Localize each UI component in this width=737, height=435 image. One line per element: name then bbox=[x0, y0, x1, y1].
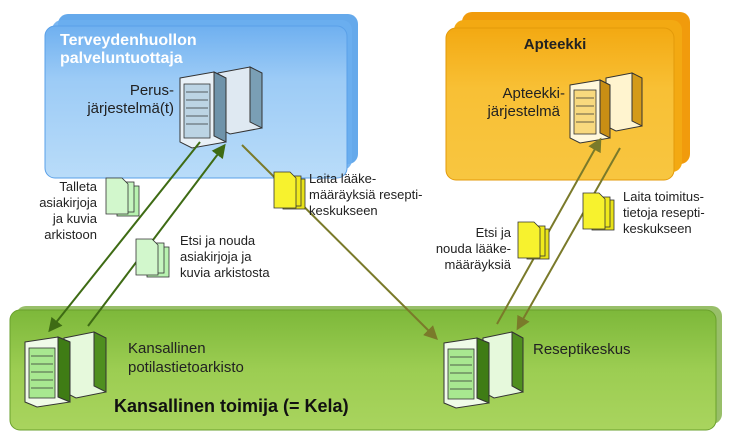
retrieve-label: Etsi ja nouda asiakirjoja ja kuvia arkis… bbox=[180, 233, 270, 280]
provider-system-line-2: järjestelmä(t) bbox=[86, 100, 174, 117]
send-prescriptions-label: Laita lääke- määräyksiä resepti- keskuks… bbox=[309, 171, 422, 218]
document-icon-send-delivery bbox=[582, 192, 615, 231]
document-icon-search-prescriptions bbox=[517, 221, 550, 260]
provider-box: Terveydenhuollon palveluntuottaja Perus-… bbox=[44, 14, 358, 179]
store-label-line-1: Talleta bbox=[59, 179, 97, 194]
retrieve-arrow bbox=[87, 143, 226, 327]
provider-title-line-1: Terveydenhuollon bbox=[60, 32, 197, 49]
flow-arrows bbox=[48, 137, 621, 340]
server-icon bbox=[569, 72, 643, 144]
send-delivery-label: Laita toimitus- tietoja resepti- keskuks… bbox=[623, 189, 705, 236]
national-actor-label: Kansallinen toimija (= Kela) bbox=[114, 396, 349, 416]
retrieve-label-line-2: asiakirjoja ja bbox=[180, 249, 252, 264]
send-prescriptions-line-2: määräyksiä resepti- bbox=[309, 187, 422, 202]
provider-system-line-1: Perus- bbox=[130, 82, 174, 99]
national-box: Kansallinen potilastietoarkisto Reseptik… bbox=[9, 306, 722, 431]
send-delivery-line-2: tietoja resepti- bbox=[623, 205, 705, 220]
send-prescriptions-line-1: Laita lääke- bbox=[309, 171, 376, 186]
send-prescriptions-line-3: keskukseen bbox=[309, 203, 378, 218]
archive-server-icon bbox=[24, 331, 107, 408]
archive-label-line-1: Kansallinen bbox=[128, 340, 206, 357]
send-delivery-line-1: Laita toimitus- bbox=[623, 189, 704, 204]
retrieve-label-line-1: Etsi ja nouda bbox=[180, 233, 256, 248]
store-label-line-4: arkistoon bbox=[44, 227, 97, 242]
search-prescriptions-line-3: määräyksiä bbox=[445, 257, 512, 272]
pharmacy-title: Apteekki bbox=[524, 36, 587, 53]
search-prescriptions-line-2: nouda lääke- bbox=[436, 241, 511, 256]
document-icon-store bbox=[105, 177, 140, 217]
archive-label-line-2: potilastietoarkisto bbox=[128, 359, 244, 376]
store-label-line-3: ja kuvia bbox=[52, 211, 98, 226]
prescription-centre-label: Reseptikeskus bbox=[533, 341, 631, 358]
search-prescriptions-line-1: Etsi ja bbox=[476, 225, 512, 240]
document-icon-retrieve bbox=[135, 238, 170, 278]
send-delivery-arrow bbox=[516, 147, 621, 331]
pharmacy-system-line-2: järjestelmä bbox=[486, 103, 560, 120]
document-icon-send-prescriptions bbox=[273, 171, 306, 210]
pharmacy-system-line-1: Apteekki- bbox=[502, 85, 565, 102]
pharmacy-box: Apteekki Apteekki- järjestelmä bbox=[445, 12, 690, 181]
prescription-centre-server-icon bbox=[443, 331, 524, 409]
store-label-line-2: asiakirjoja bbox=[39, 195, 98, 210]
server-icon bbox=[179, 66, 263, 149]
store-arrow bbox=[48, 141, 201, 333]
store-label: Talleta asiakirjoja ja kuvia arkistoon bbox=[39, 179, 98, 242]
search-prescriptions-label: Etsi ja nouda lääke- määräyksiä bbox=[436, 225, 512, 272]
send-delivery-line-3: keskukseen bbox=[623, 221, 692, 236]
retrieve-label-line-3: kuvia arkistosta bbox=[180, 265, 270, 280]
provider-title-line-2: palveluntuottaja bbox=[60, 50, 183, 67]
